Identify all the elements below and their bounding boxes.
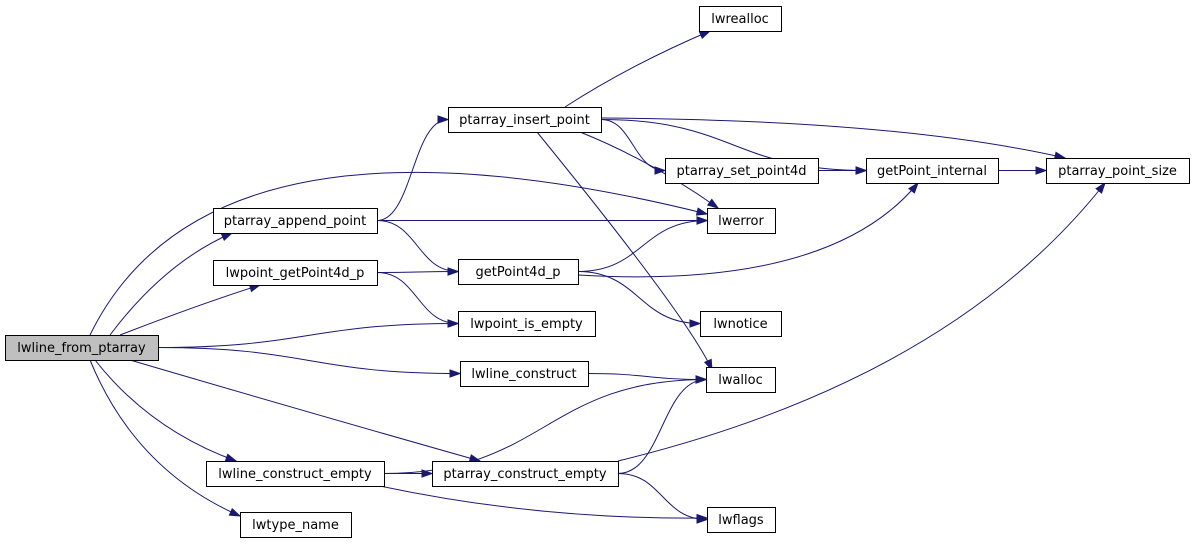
node-lwrealloc[interactable]: lwrealloc: [699, 6, 782, 32]
node-label: lwtype_name: [252, 518, 339, 533]
edge-ptarray_set_point4d-to-getPoint_internal: [817, 166, 868, 175]
node-lwpoint_is_empty[interactable]: lwpoint_is_empty: [458, 311, 596, 337]
node-label: ptarray_set_point4d: [677, 164, 807, 179]
node-getPoint_internal[interactable]: getPoint_internal: [866, 158, 999, 184]
edge-lwline_from_ptarray-to-lwpoint_is_empty: [157, 319, 460, 348]
node-ptarray_set_point4d[interactable]: ptarray_set_point4d: [665, 158, 819, 184]
edge-ptarray_construct_empty-to-ptarray_point_size: [617, 181, 1106, 462]
edge-ptarray_append_point-to-ptarray_insert_point: [376, 115, 450, 221]
node-label: lwrealloc: [711, 12, 769, 27]
node-label: ptarray_point_size: [1058, 164, 1177, 179]
node-lwline_construct[interactable]: lwline_construct: [460, 361, 589, 387]
edge-lwline_construct_empty-to-ptarray_construct_empty: [384, 469, 434, 478]
node-lwalloc[interactable]: lwalloc: [706, 367, 776, 393]
node-ptarray_append_point[interactable]: ptarray_append_point: [213, 208, 378, 234]
node-label: lwpoint_getPoint4d_p: [226, 266, 365, 281]
node-label: lwpoint_is_empty: [470, 317, 583, 332]
edge-lwline_from_ptarray-to-ptarray_construct_empty: [129, 359, 482, 463]
node-label: ptarray_construct_empty: [443, 467, 606, 482]
edge-lwline_construct_empty-to-lwalloc: [383, 375, 708, 474]
edge-ptarray_insert_point-to-lwerror: [579, 131, 720, 209]
node-ptarray_point_size[interactable]: ptarray_point_size: [1046, 158, 1190, 184]
edge-lwline_from_ptarray-to-lwline_construct: [157, 347, 462, 378]
edge-lwline_construct-to-lwalloc: [587, 373, 708, 384]
node-label: lwline_construct_empty: [218, 467, 372, 482]
node-lwflags[interactable]: lwflags: [707, 507, 776, 533]
edge-lwline_from_ptarray-to-lwtype_name: [89, 359, 242, 517]
edge-getPoint4d_p-to-lwerror: [577, 216, 709, 272]
edge-ptarray_append_point-to-getPoint4d_p: [376, 220, 460, 276]
edge-ptarray_append_point-to-lwerror: [377, 216, 709, 225]
edge-lwpoint_getPoint4d_p-to-getPoint4d_p: [376, 267, 460, 276]
edge-getPoint_internal-to-ptarray_point_size: [997, 166, 1048, 175]
edge-lwline_from_ptarray-to-lwpoint_getPoint4d_p: [119, 284, 262, 336]
edge-ptarray_insert_point-to-lwrealloc: [564, 30, 712, 108]
node-lwtype_name[interactable]: lwtype_name: [240, 512, 352, 538]
edge-ptarray_construct_empty-to-lwflags: [617, 473, 709, 524]
edge-ptarray_insert_point-to-ptarray_point_size: [600, 117, 1067, 160]
function-nodes: lwline_from_ptarrayptarray_append_pointl…: [5, 6, 1190, 538]
edge-ptarray_insert_point-to-ptarray_set_point4d: [600, 119, 667, 175]
node-label: getPoint4d_p: [476, 265, 561, 280]
edge-lwpoint_getPoint4d_p-to-lwpoint_is_empty: [376, 272, 460, 328]
edge-getPoint4d_p-to-lwnotice: [577, 271, 702, 328]
edge-lwline_from_ptarray-to-lwline_construct_empty: [94, 359, 238, 462]
node-getPoint4d_p[interactable]: getPoint4d_p: [458, 259, 579, 285]
call-edges: [89, 30, 1106, 524]
node-label: ptarray_append_point: [224, 214, 367, 229]
node-label: lwline_from_ptarray: [17, 341, 146, 356]
node-label: lwflags: [718, 513, 764, 528]
node-lwerror[interactable]: lwerror: [707, 208, 776, 234]
node-label: lwerror: [718, 214, 764, 229]
node-ptarray_construct_empty[interactable]: ptarray_construct_empty: [432, 461, 619, 487]
node-label: lwalloc: [718, 373, 763, 388]
node-label: lwline_construct: [471, 367, 576, 382]
node-label: getPoint_internal: [877, 164, 987, 179]
edge-lwline_from_ptarray-to-lwerror: [89, 171, 709, 336]
node-ptarray_insert_point[interactable]: ptarray_insert_point: [448, 107, 602, 133]
node-lwnotice[interactable]: lwnotice: [700, 311, 782, 337]
edge-ptarray_construct_empty-to-lwalloc: [617, 375, 708, 474]
node-label: ptarray_insert_point: [459, 113, 590, 128]
node-label: lwnotice: [713, 317, 767, 332]
node-lwline_from_ptarray[interactable]: lwline_from_ptarray: [5, 335, 159, 361]
node-lwline_construct_empty[interactable]: lwline_construct_empty: [206, 461, 385, 487]
edge-getPoint4d_p-to-getPoint_internal: [577, 181, 919, 278]
node-lwpoint_getPoint4d_p[interactable]: lwpoint_getPoint4d_p: [213, 260, 378, 286]
